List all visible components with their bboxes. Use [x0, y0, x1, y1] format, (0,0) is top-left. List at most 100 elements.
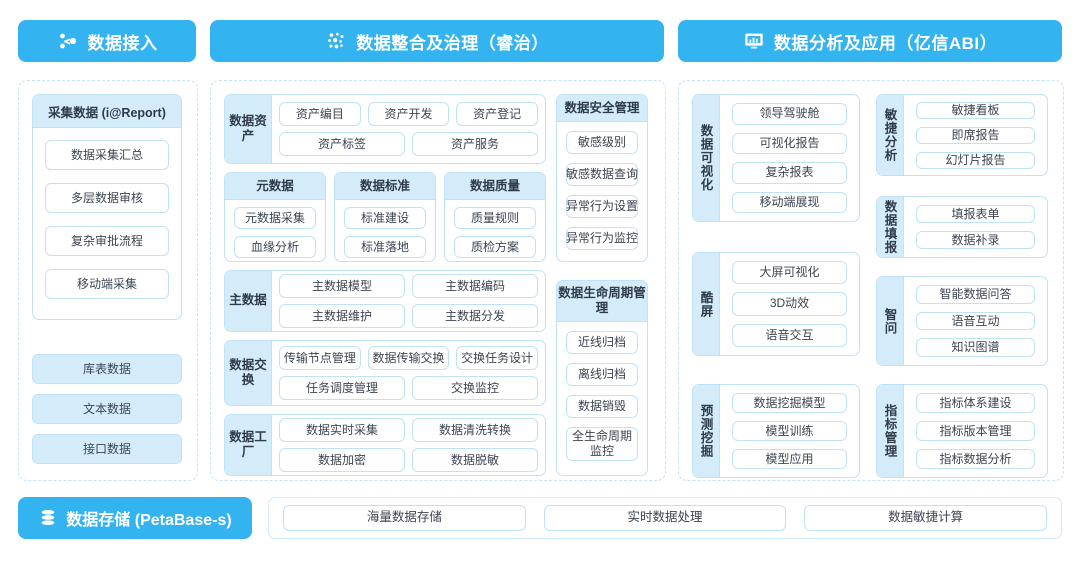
chip-full-lifecycle-monitor[interactable]: 全生命周期监控	[566, 427, 638, 461]
group-kpi-management: 指标管理 指标体系建设 指标版本管理 指标数据分析	[876, 384, 1048, 478]
card-data-standard: 数据标准 标准建设 标准落地 标准评估	[334, 172, 436, 262]
chip-slide-report[interactable]: 幻灯片报告	[916, 151, 1035, 169]
storage-pill[interactable]: 数据存储 (PetaBase-s)	[18, 497, 252, 539]
card-title: 数据标准	[335, 173, 435, 200]
chip-kpi-version-mgmt[interactable]: 指标版本管理	[916, 421, 1035, 441]
card-metadata: 元数据 元数据采集 血缘分析 影响分析	[224, 172, 326, 262]
chip-mining-model[interactable]: 数据挖掘模型	[732, 393, 847, 413]
chip-exchange-task-design[interactable]: 交换任务设计	[456, 346, 538, 370]
chip-voice-interactive[interactable]: 语音互动	[916, 311, 1035, 331]
data-dots-icon	[328, 32, 344, 49]
chip-multilayer-review[interactable]: 多层数据审核	[45, 183, 169, 213]
chip-asset-development[interactable]: 资产开发	[367, 102, 450, 126]
chip-kpi-system-build[interactable]: 指标体系建设	[916, 393, 1035, 413]
chip-master-coding[interactable]: 主数据编码	[412, 274, 538, 298]
chip-exchange-monitor[interactable]: 交换监控	[412, 376, 538, 400]
chip-data-transfer-exchange[interactable]: 数据传输交换	[367, 346, 450, 370]
chip-source-api-data[interactable]: 接口数据	[32, 434, 182, 464]
chip-kpi-data-analysis[interactable]: 指标数据分析	[916, 449, 1035, 469]
group-master-data: 主数据 主数据模型 主数据编码 主数据维护 主数据分发	[224, 270, 546, 332]
chip-knowledge-graph[interactable]: 知识图谱	[916, 338, 1035, 358]
chip-quality-rule[interactable]: 质量规则	[454, 207, 536, 229]
monitor-chart-icon	[745, 33, 763, 49]
group-label: 数据资产	[225, 95, 272, 163]
chip-quality-plan[interactable]: 质检方案	[454, 236, 536, 258]
chip-data-encrypt[interactable]: 数据加密	[279, 448, 405, 472]
card-collect-data: 采集数据 (i@Report) 数据采集汇总 多层数据审核 复杂审批流程 移动端…	[32, 94, 182, 320]
chip-agile-dashboard[interactable]: 敏捷看板	[916, 101, 1035, 119]
chip-large-screen-visual[interactable]: 大屏可视化	[732, 261, 847, 285]
chip-leader-cockpit[interactable]: 领导驾驶舱	[732, 103, 847, 125]
chip-adhoc-report[interactable]: 即席报告	[916, 126, 1035, 144]
chip-filling-form[interactable]: 填报表单	[916, 205, 1035, 223]
card-title: 数据生命周期管理	[557, 281, 647, 322]
chip-realtime-processing[interactable]: 实时数据处理	[543, 505, 787, 531]
storage-label: 数据存储 (PetaBase-s)	[66, 512, 232, 529]
chip-asset-tag[interactable]: 资产标签	[279, 132, 405, 156]
chip-source-text-data[interactable]: 文本数据	[32, 394, 182, 424]
card-title: 数据质量	[445, 173, 545, 200]
chip-3d-effects[interactable]: 3D动效	[732, 292, 847, 316]
chip-source-table-data[interactable]: 库表数据	[32, 354, 182, 384]
card-data-lifecycle: 数据生命周期管理 近线归档 离线归档 数据销毁 全生命周期监控	[556, 280, 648, 476]
chip-data-masking[interactable]: 数据脱敏	[412, 448, 538, 472]
chip-agile-computing[interactable]: 数据敏捷计算	[804, 505, 1048, 531]
chip-task-schedule-mgmt[interactable]: 任务调度管理	[279, 376, 405, 400]
chip-abnormal-setting[interactable]: 异常行为设置	[566, 195, 638, 218]
chip-mobile-display[interactable]: 移动端展现	[732, 191, 847, 213]
chip-transfer-node-mgmt[interactable]: 传输节点管理	[279, 346, 361, 370]
chip-offline-archive[interactable]: 离线归档	[566, 363, 638, 386]
chip-complex-approval[interactable]: 复杂审批流程	[45, 226, 169, 256]
header-label: 数据整合及治理（睿治）	[356, 33, 549, 53]
chip-master-distribute[interactable]: 主数据分发	[412, 304, 538, 328]
chip-master-maintain[interactable]: 主数据维护	[279, 304, 405, 328]
chip-asset-service[interactable]: 资产服务	[412, 132, 538, 156]
chip-lineage-analysis[interactable]: 血缘分析	[234, 236, 316, 258]
chip-model-training[interactable]: 模型训练	[732, 421, 847, 441]
chip-nearline-archive[interactable]: 近线归档	[566, 331, 638, 354]
card-data-quality: 数据质量 质量规则 质检方案 数据整改	[444, 172, 546, 262]
chip-realtime-collect[interactable]: 数据实时采集	[279, 418, 405, 442]
database-stack-icon	[42, 510, 55, 525]
chip-abnormal-monitor[interactable]: 异常行为监控	[566, 227, 638, 250]
header-data-governance[interactable]: 数据整合及治理（睿治）	[210, 20, 664, 62]
header-data-analysis[interactable]: 数据分析及应用（亿信ABI）	[678, 20, 1062, 62]
chip-metadata-collect[interactable]: 元数据采集	[234, 207, 316, 229]
chip-collect-summary[interactable]: 数据采集汇总	[45, 140, 169, 170]
chip-mobile-collect[interactable]: 移动端采集	[45, 269, 169, 299]
group-data-asset: 数据资产 资产编目 资产开发 资产登记 资产标签 资产服务	[224, 94, 546, 164]
chip-voice-interaction[interactable]: 语音交互	[732, 323, 847, 347]
group-data-factory: 数据工厂 数据实时采集 数据清洗转换 数据加密 数据脱敏	[224, 414, 546, 476]
chip-standard-landing[interactable]: 标准落地	[344, 236, 426, 258]
group-data-exchange: 数据交换 传输节点管理 数据传输交换 交换任务设计 任务调度管理 交换监控	[224, 340, 546, 406]
group-label: 主数据	[225, 271, 272, 331]
chip-mass-storage[interactable]: 海量数据存储	[283, 505, 526, 531]
group-label: 敏捷分析	[877, 95, 904, 175]
card-data-security: 数据安全管理 敏感级别 敏感数据查询 异常行为设置 异常行为监控	[556, 94, 648, 262]
header-label: 数据分析及应用（亿信ABI）	[773, 33, 998, 53]
group-label: 数据交换	[225, 341, 272, 405]
header-data-ingest[interactable]: 数据接入	[18, 20, 196, 62]
group-smart-ask: 智问 智能数据问答 语音互动 知识图谱	[876, 276, 1048, 366]
chip-master-model[interactable]: 主数据模型	[279, 274, 405, 298]
group-prediction-mining: 预测挖掘 数据挖掘模型 模型训练 模型应用	[692, 384, 860, 478]
chip-standard-build[interactable]: 标准建设	[344, 207, 426, 229]
chip-sensitive-level[interactable]: 敏感级别	[566, 131, 638, 154]
chip-asset-catalog[interactable]: 资产编目	[279, 102, 361, 126]
group-data-filling: 数据填报 填报表单 数据补录	[876, 196, 1048, 258]
nodes-network-icon	[59, 33, 76, 49]
group-label: 指标管理	[877, 385, 904, 477]
group-label: 数据可视化	[693, 95, 720, 221]
chip-sensitive-query[interactable]: 敏感数据查询	[566, 163, 638, 186]
group-label: 预测挖掘	[693, 385, 720, 477]
chip-visual-report[interactable]: 可视化报告	[732, 132, 847, 154]
card-title: 数据安全管理	[557, 95, 647, 122]
chip-data-supplement[interactable]: 数据补录	[916, 231, 1035, 249]
chip-smart-data-qa[interactable]: 智能数据问答	[916, 285, 1035, 304]
chip-asset-registration[interactable]: 资产登记	[456, 102, 538, 126]
chip-clean-transform[interactable]: 数据清洗转换	[412, 418, 538, 442]
chip-complex-report[interactable]: 复杂报表	[732, 162, 847, 184]
chip-model-application[interactable]: 模型应用	[732, 449, 847, 469]
chip-data-destroy[interactable]: 数据销毁	[566, 395, 638, 418]
